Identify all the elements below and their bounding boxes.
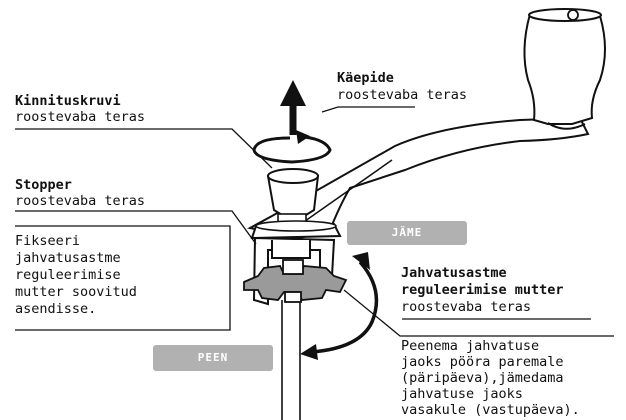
inner-shaft xyxy=(282,259,304,303)
handle-arm xyxy=(247,116,590,240)
fine-tag: PEEN xyxy=(153,345,273,371)
fikseeri-line: asendisse. xyxy=(15,301,97,317)
peenema-line: (päripäeva),jämedama xyxy=(401,370,564,386)
fikseeri-line: Fikseeri xyxy=(15,233,81,249)
grinder-top-plate xyxy=(250,220,342,240)
handle-arm-edge xyxy=(297,159,393,227)
peenema-line: Peenema jahvatuse xyxy=(401,338,540,354)
rotation-arrow-icon xyxy=(252,130,332,164)
fikseeri-line: reguleerimise xyxy=(15,267,121,283)
adjustment-nut xyxy=(243,265,348,301)
fikseeri-line: mutter soovitud xyxy=(15,284,137,300)
fastening-screw xyxy=(266,168,320,227)
peenema-line: jahvatuse jaoks xyxy=(401,386,523,402)
mutter-title-line-2: reguleerimise mutter xyxy=(401,282,564,298)
handle-knob xyxy=(523,8,606,130)
kinnituskruvi-title: Kinnituskruvi xyxy=(15,93,121,109)
shaft-lines xyxy=(281,300,301,420)
kaepide-material: roostevaba teras xyxy=(337,87,468,103)
stopper-title: Stopper xyxy=(15,177,72,193)
fikseeri-line: jahvatusastme xyxy=(15,250,121,266)
mutter-material: roostevaba teras xyxy=(401,299,532,315)
coarse-tag: JÄME xyxy=(347,221,467,245)
stopper-material: roostevaba teras xyxy=(15,193,146,209)
peenema-line: vasakule (vastupäeva). xyxy=(401,402,580,418)
adjust-direction-arrow-icon xyxy=(300,252,379,360)
kaepide-title: Käepide xyxy=(337,70,394,86)
up-arrow-icon xyxy=(280,80,306,135)
peenema-line: jaoks pööra paremale xyxy=(401,354,564,370)
leader-lines xyxy=(15,106,614,337)
mutter-title-line-1: Jahvatusastme xyxy=(401,265,507,281)
kinnituskruvi-material: roostevaba teras xyxy=(15,109,146,125)
